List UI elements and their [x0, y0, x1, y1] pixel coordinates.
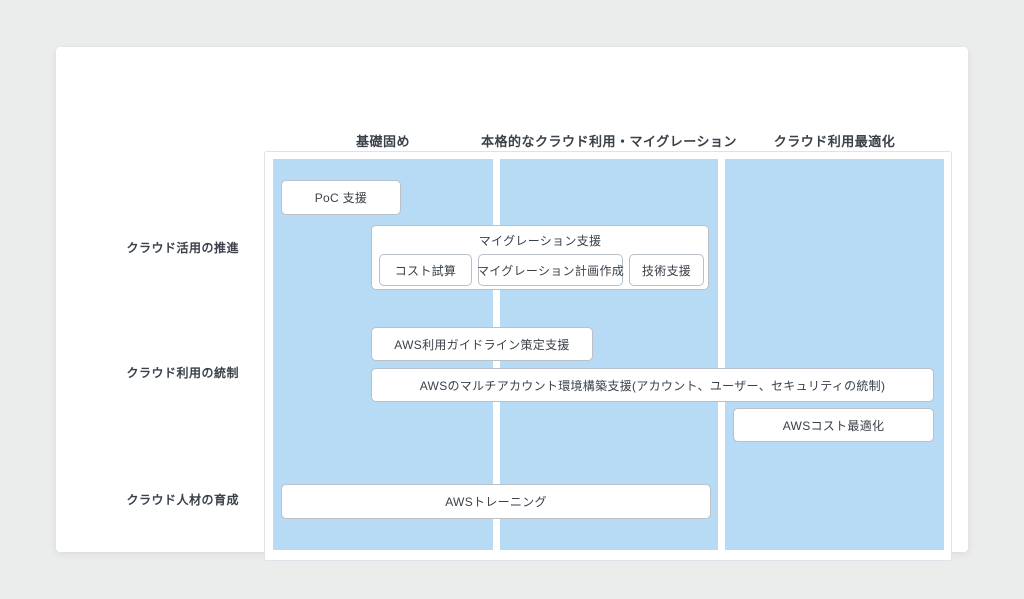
box-technical-support: 技術支援	[629, 254, 704, 286]
row-label-cloud-promotion: クラウド活用の推進	[126, 240, 239, 255]
column-header-foundation: 基礎固め	[355, 133, 410, 149]
migration-group-title: マイグレーション支援	[478, 233, 602, 248]
box-migration-planning: マイグレーション計画作成	[477, 254, 624, 286]
migration-group-children: コスト試算 マイグレーション計画作成 技術支援	[372, 254, 708, 286]
box-aws-cost-optimization: AWSコスト最適化	[733, 408, 934, 442]
box-multi-account-support: AWSのマルチアカウント環境構築支援(アカウント、ユーザー、セキュリティの統制)	[371, 368, 934, 402]
row-label-cloud-governance: クラウド利用の統制	[126, 365, 239, 380]
box-aws-guideline-support: AWS利用ガイドライン策定支援	[371, 327, 593, 361]
box-migration-support-group: マイグレーション支援 コスト試算 マイグレーション計画作成 技術支援	[371, 225, 709, 290]
column-header-optimization: クラウド利用最適化	[773, 133, 896, 149]
box-aws-training: AWSトレーニング	[281, 484, 711, 519]
content-card: 基礎固め 本格的なクラウド利用・マイグレーション クラウド利用最適化 クラウド活…	[56, 47, 968, 561]
row-label-cloud-talent: クラウド人材の育成	[126, 492, 239, 507]
phase-column-optimization	[725, 159, 944, 550]
box-poc-support: PoC 支援	[281, 180, 401, 215]
column-header-migration: 本格的なクラウド利用・マイグレーション	[481, 133, 737, 149]
box-cost-estimation: コスト試算	[379, 254, 472, 286]
